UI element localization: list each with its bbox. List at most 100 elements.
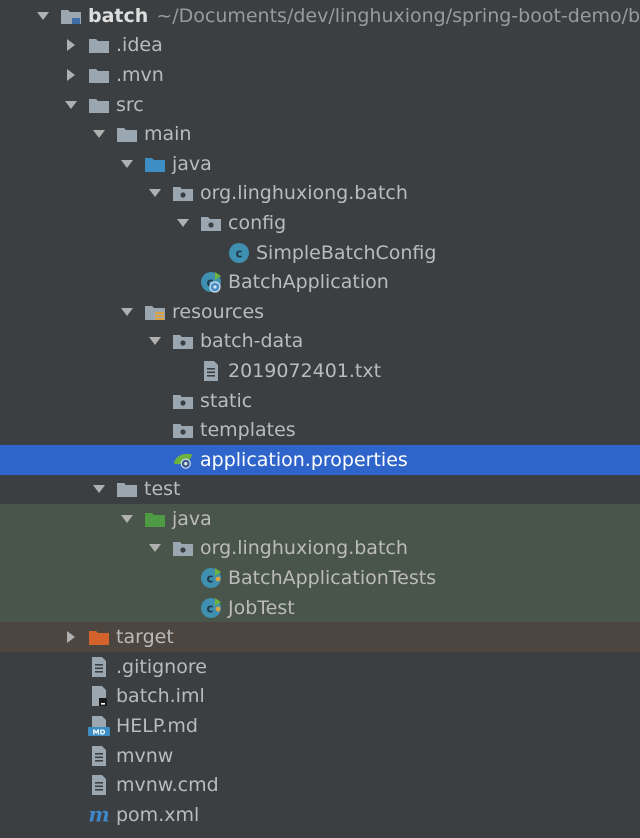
expand-arrow-icon[interactable] bbox=[92, 127, 106, 141]
arrow-spacer bbox=[64, 778, 78, 792]
java-class-icon: c bbox=[228, 242, 250, 263]
collapse-arrow-icon[interactable] bbox=[64, 38, 78, 52]
collapse-arrow-icon[interactable] bbox=[64, 630, 78, 644]
tree-item-label: batch.iml bbox=[116, 685, 205, 708]
tree-row[interactable]: .idea bbox=[0, 31, 640, 61]
tree-item-label: config bbox=[228, 211, 287, 234]
tree-item-label: static bbox=[200, 389, 253, 412]
tree-row[interactable]: .gitignore bbox=[0, 652, 640, 682]
module-folder-icon bbox=[60, 6, 82, 26]
arrow-spacer bbox=[148, 394, 162, 408]
tree-row[interactable]: templates bbox=[0, 415, 640, 445]
arrow-spacer bbox=[204, 246, 218, 260]
tree-item-label: batch-data bbox=[200, 330, 304, 353]
folder-icon bbox=[88, 35, 110, 55]
tree-item-label: main bbox=[144, 123, 192, 146]
test-class-icon: c bbox=[200, 568, 222, 589]
arrow-spacer bbox=[64, 689, 78, 703]
tree-item-label: pom.xml bbox=[116, 803, 200, 826]
tree-row[interactable]: java bbox=[0, 504, 640, 534]
tree-row[interactable]: mvnw bbox=[0, 741, 640, 771]
tree-row[interactable]: config bbox=[0, 208, 640, 238]
tree-item-label: JobTest bbox=[228, 596, 295, 619]
tree-row[interactable]: target bbox=[0, 622, 640, 653]
test-class-icon: c bbox=[200, 597, 222, 618]
expand-arrow-icon[interactable] bbox=[36, 9, 50, 23]
package-icon bbox=[172, 183, 194, 203]
tree-row[interactable]: c BatchApplication bbox=[0, 267, 640, 297]
tree-item-label: java bbox=[172, 507, 212, 530]
resources-folder-icon bbox=[144, 302, 166, 322]
folder-icon bbox=[88, 95, 110, 115]
package-icon bbox=[172, 391, 194, 411]
tree-row[interactable]: main bbox=[0, 119, 640, 149]
expand-arrow-icon[interactable] bbox=[176, 216, 190, 230]
tree-row[interactable]: c JobTest bbox=[0, 592, 640, 623]
arrow-spacer bbox=[64, 808, 78, 822]
expand-arrow-icon[interactable] bbox=[148, 334, 162, 348]
tree-row[interactable]: application.properties bbox=[0, 444, 640, 475]
test-source-folder-icon bbox=[144, 509, 166, 529]
tree-item-label: templates bbox=[200, 419, 296, 442]
text-file-icon bbox=[88, 775, 110, 796]
tree-row[interactable]: java bbox=[0, 149, 640, 179]
tree-row[interactable]: m pom.xml bbox=[0, 800, 640, 830]
tree-item-label: HELP.md bbox=[116, 715, 198, 738]
tree-item-label: application.properties bbox=[200, 448, 408, 471]
folder-icon bbox=[116, 479, 138, 499]
expand-arrow-icon[interactable] bbox=[120, 157, 134, 171]
tree-row[interactable]: static bbox=[0, 386, 640, 416]
maven-pom-icon: m bbox=[88, 804, 110, 826]
svg-text:c: c bbox=[206, 601, 213, 615]
tree-row[interactable]: org.linghuxiong.batch bbox=[0, 179, 640, 209]
arrow-spacer bbox=[64, 660, 78, 674]
tree-item-label: java bbox=[172, 152, 212, 175]
tree-item-label: test bbox=[144, 478, 181, 501]
tree-item-label: org.linghuxiong.batch bbox=[200, 537, 408, 560]
folder-icon bbox=[116, 124, 138, 144]
package-icon bbox=[172, 538, 194, 558]
arrow-spacer bbox=[64, 719, 78, 733]
collapse-arrow-icon[interactable] bbox=[64, 68, 78, 82]
tree-row[interactable]: c SimpleBatchConfig bbox=[0, 238, 640, 268]
tree-item-label: mvnw bbox=[116, 744, 174, 767]
expand-arrow-icon[interactable] bbox=[64, 98, 78, 112]
svg-text:c: c bbox=[235, 246, 242, 260]
tree-item-label: 2019072401.txt bbox=[228, 359, 382, 382]
excluded-folder-icon bbox=[88, 627, 110, 647]
arrow-spacer bbox=[148, 453, 162, 467]
tree-item-label: .gitignore bbox=[116, 655, 207, 678]
spring-boot-class-icon: c bbox=[200, 272, 222, 293]
tree-row[interactable]: test bbox=[0, 475, 640, 505]
tree-row[interactable]: .mvn bbox=[0, 60, 640, 90]
tree-item-label: org.linghuxiong.batch bbox=[200, 182, 408, 205]
tree-row[interactable]: batch-data bbox=[0, 327, 640, 357]
arrow-spacer bbox=[148, 423, 162, 437]
folder-icon bbox=[88, 65, 110, 85]
tree-item-label: SimpleBatchConfig bbox=[256, 241, 437, 264]
tree-item-label: resources bbox=[172, 300, 265, 323]
tree-row[interactable]: src bbox=[0, 90, 640, 120]
text-file-icon bbox=[88, 745, 110, 766]
tree-row[interactable]: batch.iml bbox=[0, 682, 640, 712]
tree-row[interactable]: mvnw.cmd bbox=[0, 770, 640, 800]
tree-row[interactable]: org.linghuxiong.batch bbox=[0, 533, 640, 564]
tree-row[interactable]: 2019072401.txt bbox=[0, 356, 640, 386]
expand-arrow-icon[interactable] bbox=[92, 482, 106, 496]
package-icon bbox=[200, 213, 222, 233]
expand-arrow-icon[interactable] bbox=[148, 186, 162, 200]
arrow-spacer bbox=[64, 749, 78, 763]
tree-row[interactable]: batch~/Documents/dev/linghuxiong/spring-… bbox=[0, 1, 640, 31]
expand-arrow-icon[interactable] bbox=[148, 541, 162, 555]
tree-item-label: src bbox=[116, 93, 144, 116]
tree-row[interactable]: MD HELP.md bbox=[0, 711, 640, 741]
expand-arrow-icon[interactable] bbox=[120, 512, 134, 526]
expand-arrow-icon[interactable] bbox=[120, 305, 134, 319]
tree-item-label: BatchApplication bbox=[228, 271, 389, 294]
svg-text:MD: MD bbox=[93, 729, 106, 737]
arrow-spacer bbox=[176, 601, 190, 615]
text-file-icon bbox=[88, 656, 110, 677]
tree-row[interactable]: resources bbox=[0, 297, 640, 327]
